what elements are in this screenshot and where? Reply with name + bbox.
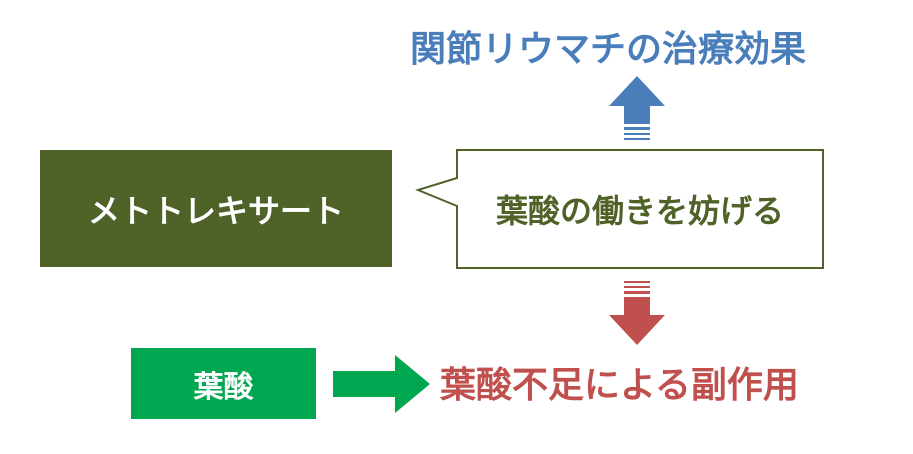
- callout-text: 葉酸の働きを妨げる: [495, 192, 784, 230]
- folate-box: 葉酸: [131, 348, 316, 419]
- up-arrow-icon: [609, 76, 665, 140]
- methotrexate-label: メトトレキサート: [87, 191, 344, 230]
- down-arrow-icon: [609, 281, 665, 345]
- speech-callout-bubble: [415, 149, 824, 269]
- folate-label: 葉酸: [193, 369, 254, 405]
- side-effect-label: 葉酸不足による副作用: [440, 365, 799, 406]
- right-arrow-icon: [333, 355, 430, 413]
- treatment-effect-label: 関節リウマチの治療効果: [410, 29, 807, 70]
- methotrexate-box: メトトレキサート: [40, 150, 392, 267]
